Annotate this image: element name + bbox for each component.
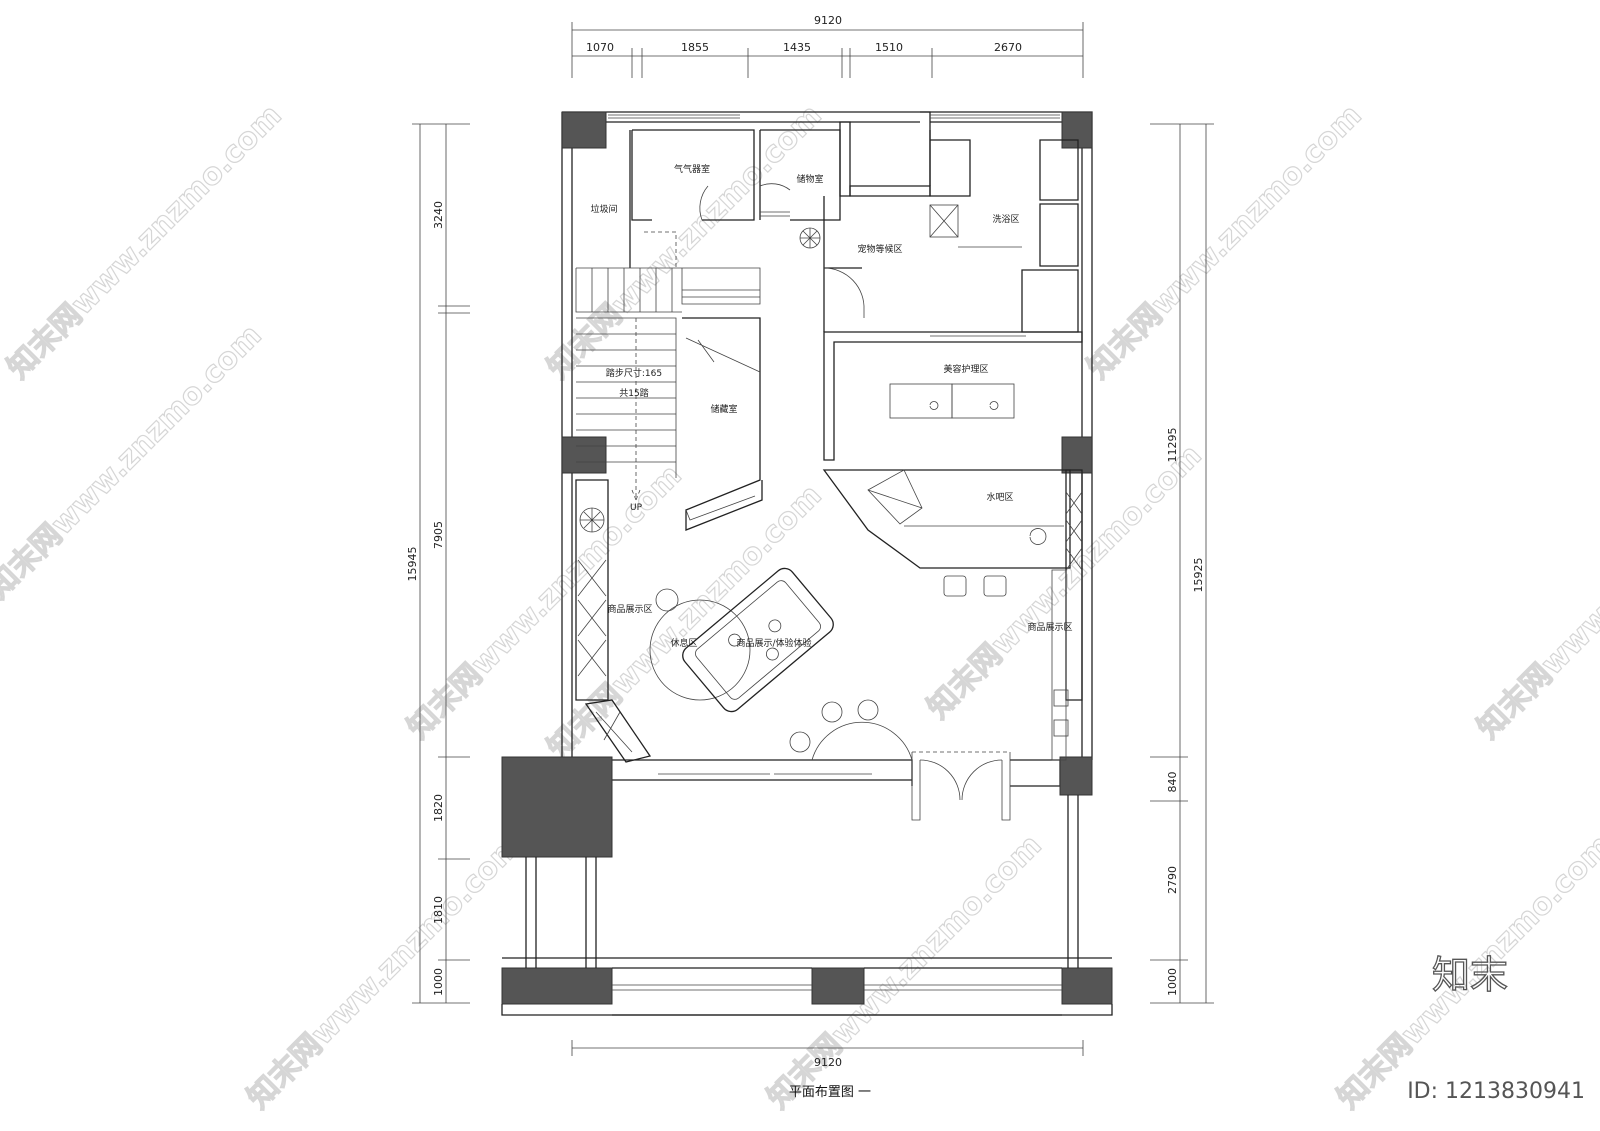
- watermark-text: 知末网www.znzmo.com: [541, 478, 829, 766]
- round-table: [649, 599, 751, 701]
- dim-left-total: 15945: [406, 547, 419, 582]
- dim-left-seg-4: 1810: [432, 896, 445, 924]
- dim-left-seg-5: 1000: [432, 968, 445, 996]
- column: [561, 111, 607, 149]
- structural-columns: [501, 111, 1113, 1005]
- display-unit: [682, 567, 834, 713]
- dim-right-total: 15925: [1192, 558, 1205, 593]
- label-wash-area: 洗浴区: [992, 213, 1019, 225]
- drawing-title: 平面布置图 一: [789, 1085, 871, 1100]
- watermark-text: 知末网www.znzmo.com: [1081, 98, 1369, 386]
- room-labels: 气气器室 储物室 垃圾间 洗浴区 宠物等候区 踏步尺寸:165 共15踏 储藏室…: [590, 163, 1072, 649]
- label-storage-room-top: 储物室: [796, 173, 823, 185]
- stool: [655, 588, 679, 612]
- beauty-table: [951, 383, 1015, 419]
- dim-right-seg-1: 11295: [1166, 428, 1179, 463]
- label-beauty-area: 美容护理区: [943, 363, 988, 375]
- top-dimensions: 9120 1070 1855 1435 1510 2670: [571, 14, 1084, 78]
- beauty-table: [889, 383, 953, 419]
- label-water-bar: 水吧区: [986, 491, 1013, 503]
- terrace: [501, 795, 1113, 1016]
- label-rest-area: 休息区: [670, 637, 697, 649]
- label-pet-waiting: 宠物等候区: [857, 243, 902, 255]
- left-dimensions: 15945 3240 7905 1820 1810 1000: [406, 123, 470, 1004]
- bottom-dimension: 9120: [571, 1040, 1084, 1069]
- column: [811, 967, 865, 1005]
- dim-left-seg-1: 3240: [432, 201, 445, 229]
- label-garbage-room: 垃圾间: [590, 203, 617, 215]
- label-product-display-right: 商品展示区: [1027, 621, 1072, 633]
- column: [501, 756, 613, 858]
- dim-top-seg-2: 1855: [681, 41, 709, 54]
- label-product-display-left: 商品展示区: [607, 603, 652, 615]
- watermark-text: 知末网www.znzmo.com: [241, 828, 529, 1116]
- label-stair-note-1: 踏步尺寸:165: [606, 367, 662, 379]
- label-stair-note-2: 共15踏: [619, 387, 648, 399]
- label-product-experience: 商品展示/体验体验: [736, 637, 811, 649]
- label-stair-up: UP: [630, 503, 643, 513]
- dim-left-seg-3: 1820: [432, 794, 445, 822]
- dim-top-seg-1: 1070: [586, 41, 614, 54]
- brand-logo: 知末: [1432, 953, 1508, 997]
- watermark-text: 知末网www.znzmo.com: [1471, 458, 1600, 746]
- dim-bottom-total: 9120: [814, 1056, 842, 1069]
- dim-right-seg-3: 2790: [1166, 866, 1179, 894]
- column: [1061, 111, 1093, 149]
- interior-walls: [575, 129, 1083, 821]
- watermark-text: 知末网www.znzmo.com: [401, 458, 689, 746]
- label-gas-room: 气气器室: [674, 163, 710, 175]
- column: [561, 436, 607, 474]
- image-id: ID: 1213830941: [1407, 1079, 1585, 1104]
- dim-left-seg-2: 7905: [432, 521, 445, 549]
- watermark-text: 知末网www.znzmo.com: [921, 438, 1209, 726]
- dim-top-total: 9120: [814, 14, 842, 27]
- column: [1059, 756, 1093, 796]
- dim-top-seg-4: 1510: [875, 41, 903, 54]
- dim-top-seg-3: 1435: [783, 41, 811, 54]
- column: [1061, 967, 1113, 1005]
- column: [1061, 436, 1093, 474]
- label-storage-room: 储藏室: [710, 403, 737, 415]
- dim-top-seg-5: 2670: [994, 41, 1022, 54]
- dim-right-seg-4: 1000: [1166, 968, 1179, 996]
- watermarks: 知末网www.znzmo.com 知末网www.znzmo.com 知末网www…: [0, 97, 1600, 1116]
- right-dimensions: 11295 840 2790 1000 15925: [1150, 123, 1214, 1004]
- column: [501, 967, 613, 1005]
- dim-right-seg-2: 840: [1166, 772, 1179, 793]
- watermark-text: 知末网www.znzmo.com: [761, 828, 1049, 1116]
